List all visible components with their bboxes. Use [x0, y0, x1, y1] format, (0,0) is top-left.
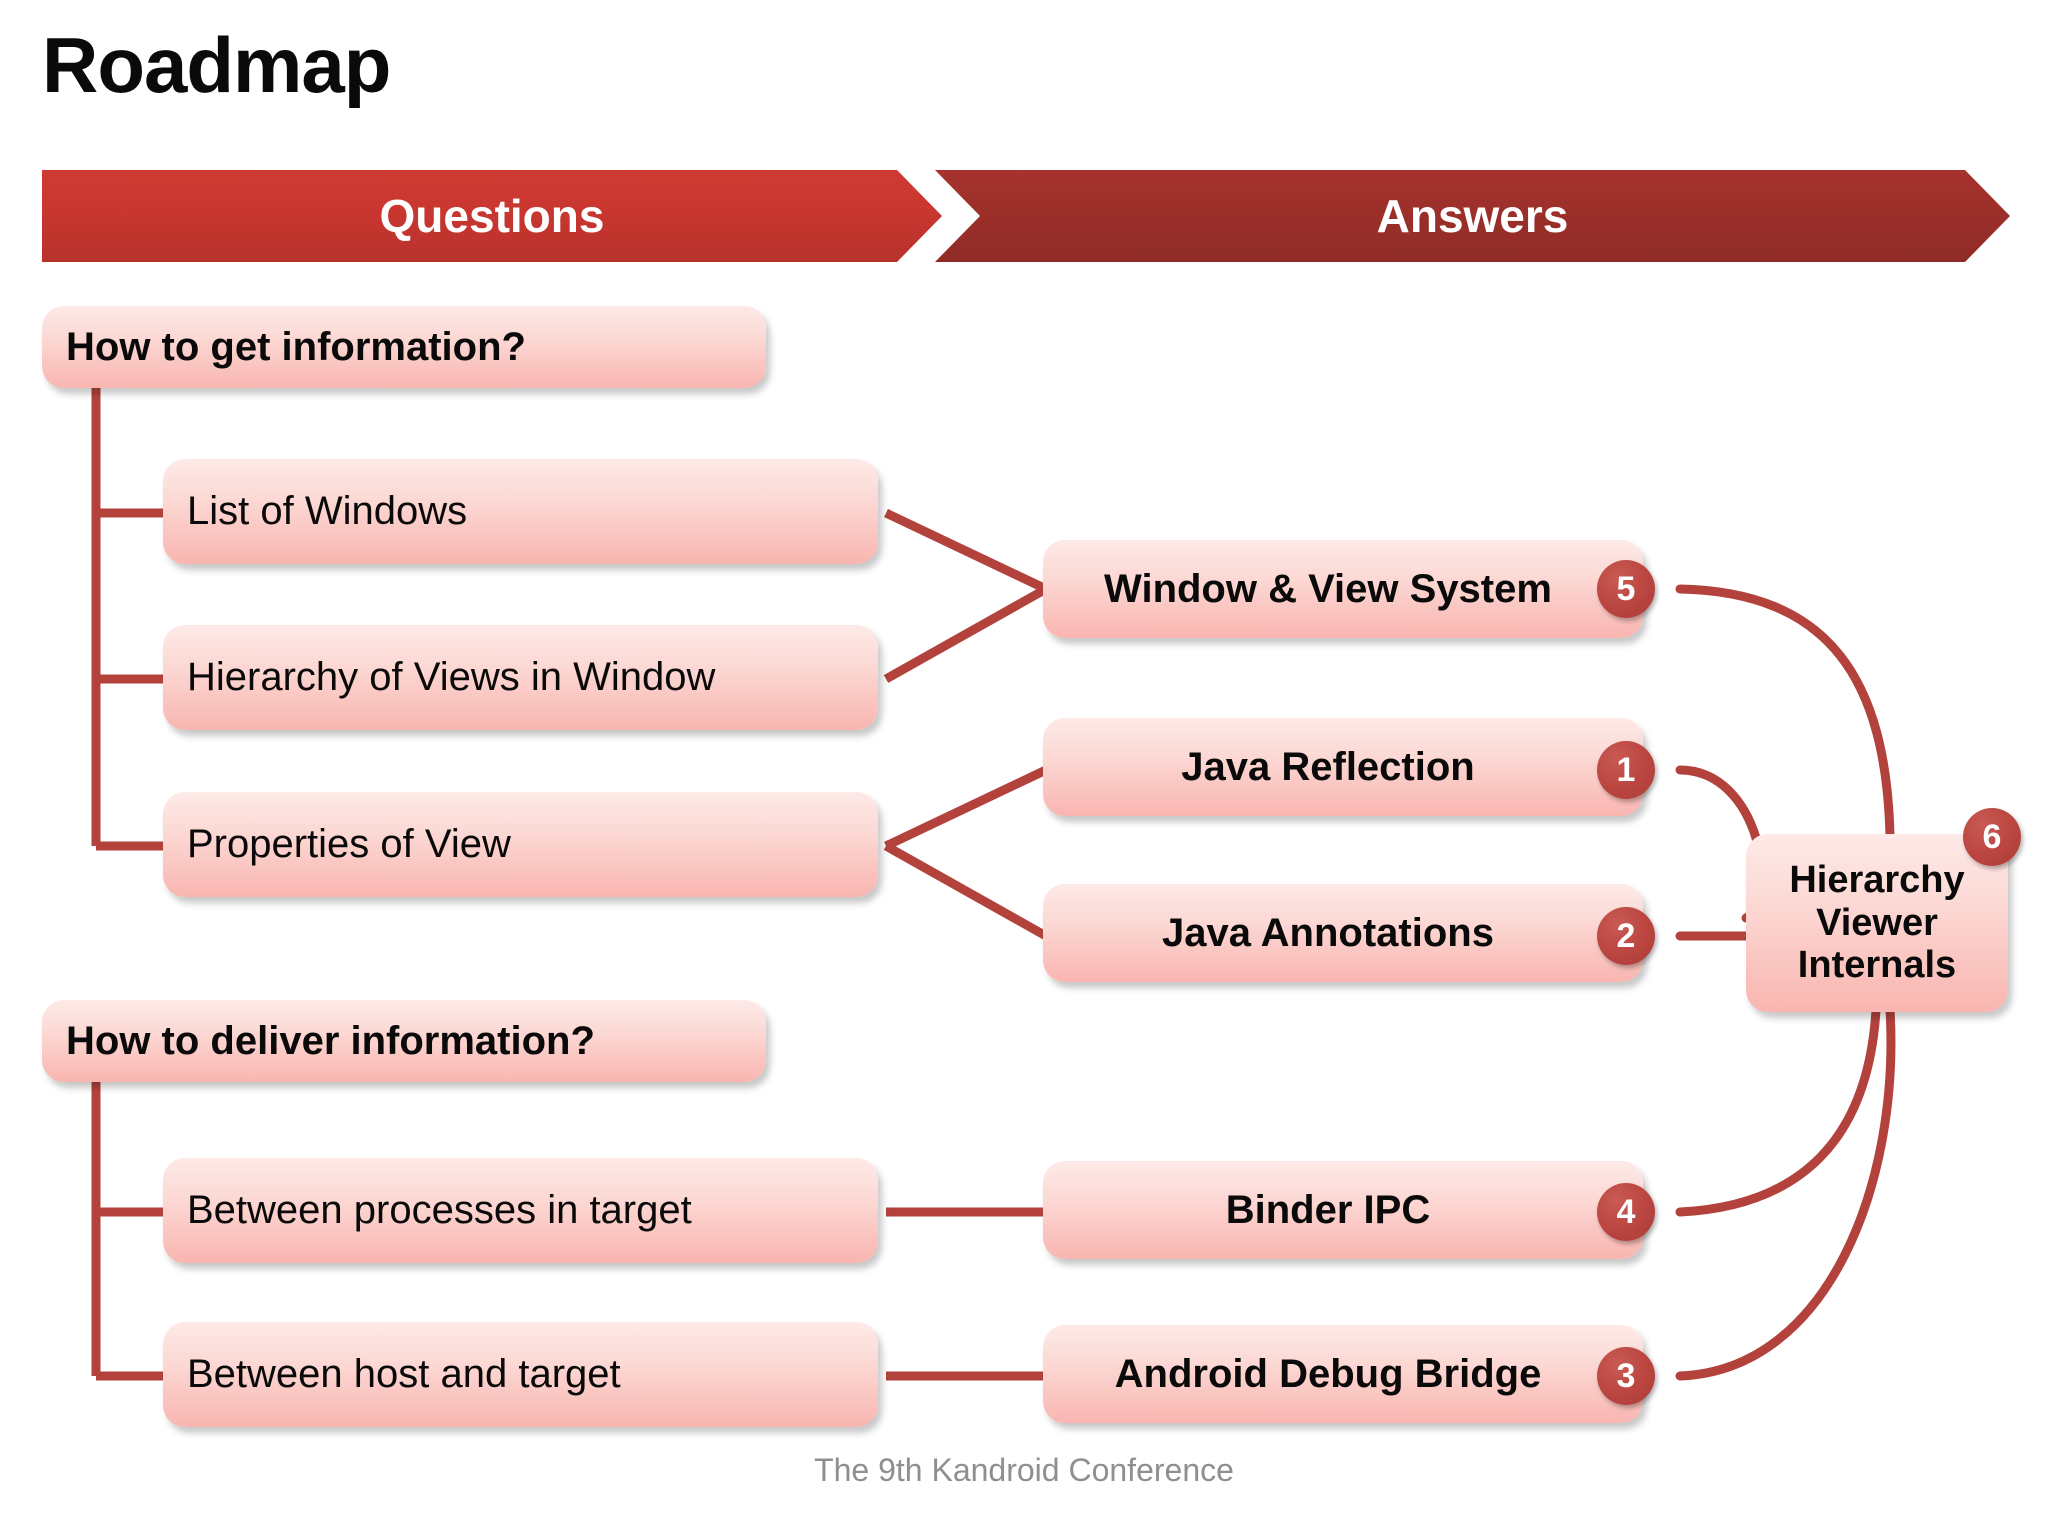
center-node-line1: Hierarchy	[1789, 859, 1965, 902]
question-root-how-to-deliver-information[interactable]: How to deliver information?	[42, 1000, 766, 1082]
connector-badge3-to-center	[1675, 1005, 1896, 1381]
badge-number: 6	[1982, 817, 2002, 856]
badge-number: 5	[1616, 569, 1636, 608]
badge-5[interactable]: 5	[1597, 560, 1655, 618]
answer-label: Binder IPC	[1225, 1187, 1431, 1232]
answer-binder-ipc[interactable]: Binder IPC	[1043, 1161, 1643, 1259]
connector-badge5-to-center	[1675, 584, 1895, 841]
connector-badge4-to-center	[1675, 1005, 1881, 1217]
banner-answers-label: Answers	[1376, 190, 1569, 242]
banner-answers: Answers	[935, 170, 2010, 262]
question-root-label: How to deliver information?	[66, 1018, 595, 1063]
footer-text: The 9th Kandroid Conference	[814, 1452, 1234, 1488]
question-item-label: Between processes in target	[187, 1188, 692, 1232]
answer-android-debug-bridge[interactable]: Android Debug Bridge	[1043, 1325, 1643, 1423]
badge-number: 3	[1616, 1356, 1636, 1395]
question-item-hierarchy-of-views-in-window[interactable]: Hierarchy of Views in Window	[163, 625, 878, 730]
question-item-properties-of-view[interactable]: Properties of View	[163, 792, 878, 897]
question-item-list-of-windows[interactable]: List of Windows	[163, 459, 878, 564]
badge-3[interactable]: 3	[1597, 1347, 1655, 1405]
answer-label: Android Debug Bridge	[1114, 1351, 1542, 1396]
badge-6[interactable]: 6	[1963, 808, 2021, 866]
question-root-how-to-get-information[interactable]: How to get information?	[42, 306, 766, 388]
page-title: Roadmap	[42, 21, 391, 109]
badge-4[interactable]: 4	[1597, 1183, 1655, 1241]
banner-questions: Questions	[42, 170, 942, 262]
answer-window-and-view-system[interactable]: Window & View System	[1043, 540, 1643, 638]
question-root-label: How to get information?	[66, 324, 526, 369]
question-item-label: Properties of View	[187, 822, 511, 866]
badge-1[interactable]: 1	[1597, 741, 1655, 799]
answer-label: Window & View System	[1104, 566, 1552, 611]
badge-number: 4	[1616, 1192, 1636, 1231]
banner-questions-label: Questions	[379, 190, 605, 242]
badge-number: 2	[1616, 916, 1636, 955]
badge-number: 1	[1616, 750, 1636, 789]
connector-properties-to-javaannotations	[883, 842, 1049, 940]
center-node-hierarchy-viewer-internals[interactable]: Hierarchy Viewer Internals	[1746, 834, 2008, 1012]
center-node-line3: Internals	[1797, 944, 1957, 987]
connector-properties-to-javareflection	[884, 765, 1048, 851]
question-item-label: Between host and target	[187, 1352, 621, 1396]
answer-java-reflection[interactable]: Java Reflection	[1043, 718, 1643, 816]
answer-label: Java Annotations	[1162, 910, 1494, 955]
answer-label: Java Reflection	[1181, 744, 1475, 789]
center-node-line2: Viewer	[1816, 901, 1938, 944]
question-item-label: Hierarchy of Views in Window	[187, 655, 716, 699]
question-item-between-processes-in-target[interactable]: Between processes in target	[163, 1158, 878, 1263]
badge-2[interactable]: 2	[1597, 907, 1655, 965]
answer-java-annotations[interactable]: Java Annotations	[1043, 884, 1643, 982]
center-node-label: Hierarchy Viewer Internals	[1746, 859, 2008, 987]
question-item-between-host-and-target[interactable]: Between host and target	[163, 1322, 878, 1427]
connector-listwindows-to-windowview	[884, 508, 1048, 594]
connector-hierarchyviews-to-windowview	[883, 585, 1049, 683]
question-item-label: List of Windows	[187, 489, 468, 533]
